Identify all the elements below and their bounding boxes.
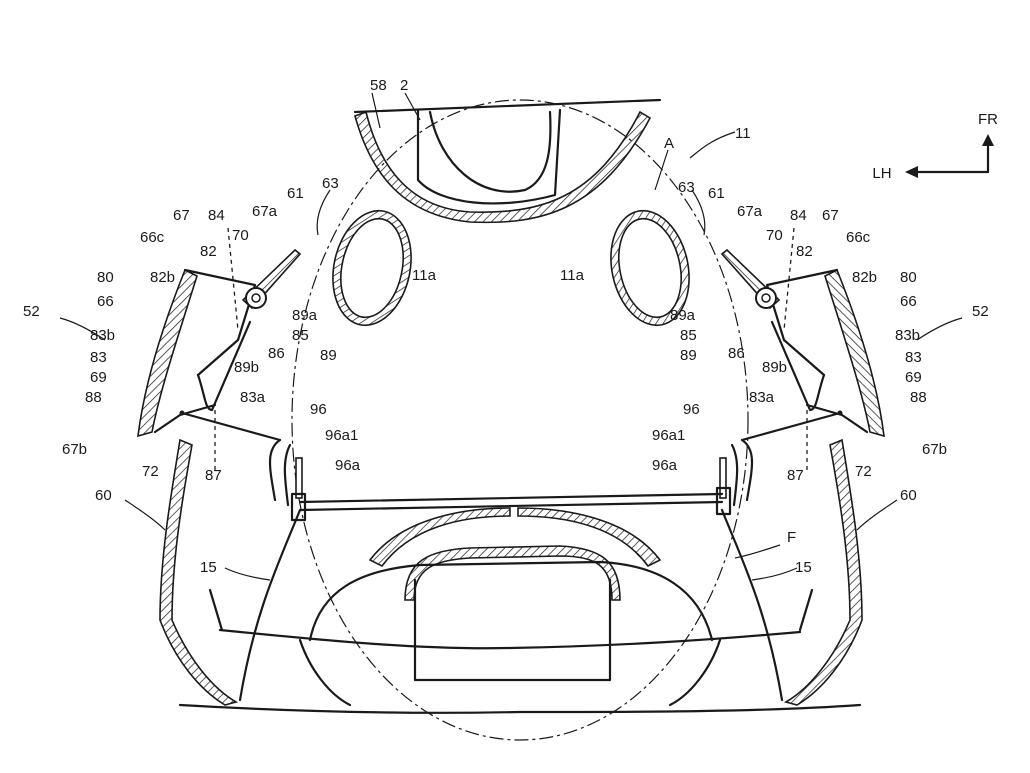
label-60-right: 60 bbox=[900, 487, 917, 504]
label-83a-right: 83a bbox=[749, 389, 775, 406]
label-2: 2 bbox=[400, 77, 408, 94]
upper-center-structure bbox=[355, 100, 660, 222]
label-11a-left: 11a bbox=[412, 267, 437, 284]
label-84-left: 84 bbox=[208, 207, 225, 224]
label-96a-right: 96a bbox=[652, 457, 678, 474]
label-85-left: 85 bbox=[292, 327, 309, 344]
label-83-right: 83 bbox=[905, 349, 922, 366]
label-83b-left: 83b bbox=[90, 327, 115, 344]
label-52-left: 52 bbox=[23, 303, 40, 320]
label-83b-right: 83b bbox=[895, 327, 920, 344]
label-72-right: 72 bbox=[855, 463, 872, 480]
label-15-left: 15 bbox=[200, 559, 217, 576]
label-86-left: 86 bbox=[268, 345, 285, 362]
label-66-left: 66 bbox=[97, 293, 114, 310]
region-circle-a bbox=[292, 100, 748, 740]
label-61-right: 61 bbox=[708, 185, 725, 202]
label-84-right: 84 bbox=[790, 207, 807, 224]
label-69-right: 69 bbox=[905, 369, 922, 386]
label-63-left: 63 bbox=[322, 175, 339, 192]
duct-11a-left bbox=[323, 203, 421, 332]
label-66c-right: 66c bbox=[846, 229, 871, 246]
label-67-right: 67 bbox=[822, 207, 839, 224]
right-panel-15 bbox=[722, 510, 782, 700]
label-70-left: 70 bbox=[232, 227, 249, 244]
label-69-left: 69 bbox=[90, 369, 107, 386]
label-fr: FR bbox=[978, 111, 998, 128]
label-96-left: 96 bbox=[310, 401, 327, 418]
label-82b-right: 82b bbox=[852, 269, 877, 286]
label-87-left: 87 bbox=[205, 467, 222, 484]
label-89a-left: 89a bbox=[292, 307, 318, 324]
left-cowl-60 bbox=[160, 440, 236, 705]
label-89b-right: 89b bbox=[762, 359, 787, 376]
label-88-right: 88 bbox=[910, 389, 927, 406]
label-66-right: 66 bbox=[900, 293, 917, 310]
label-lh: LH bbox=[872, 165, 891, 182]
label-96-right: 96 bbox=[683, 401, 700, 418]
label-89-left: 89 bbox=[320, 347, 337, 364]
orientation-indicator bbox=[905, 134, 994, 178]
label-88-left: 88 bbox=[85, 389, 102, 406]
label-82-right: 82 bbox=[796, 243, 813, 260]
label-87-right: 87 bbox=[787, 467, 804, 484]
label-89-right: 89 bbox=[680, 347, 697, 364]
label-67a-left: 67a bbox=[252, 203, 278, 220]
label-85-right: 85 bbox=[680, 327, 697, 344]
label-67a-right: 67a bbox=[737, 203, 763, 220]
lower-frame bbox=[180, 508, 860, 713]
label-67-left: 67 bbox=[173, 207, 190, 224]
label-80-left: 80 bbox=[97, 269, 114, 286]
label-60-left: 60 bbox=[95, 487, 112, 504]
label-58: 58 bbox=[370, 77, 387, 94]
label-66c-left: 66c bbox=[140, 229, 165, 246]
label-a: A bbox=[664, 135, 674, 152]
label-72-left: 72 bbox=[142, 463, 159, 480]
label-52-right: 52 bbox=[972, 303, 989, 320]
label-70-right: 70 bbox=[766, 227, 783, 244]
label-15-right: 15 bbox=[795, 559, 812, 576]
label-86-right: 86 bbox=[728, 345, 745, 362]
label-96a1-right: 96a1 bbox=[652, 427, 685, 444]
label-83-left: 83 bbox=[90, 349, 107, 366]
label-11a-right: 11a bbox=[560, 267, 585, 284]
left-panel-15 bbox=[240, 510, 300, 700]
label-61-left: 61 bbox=[287, 185, 304, 202]
label-67b-right: 67b bbox=[922, 441, 947, 458]
horizontal-plate bbox=[292, 488, 730, 520]
label-96a1-left: 96a1 bbox=[325, 427, 358, 444]
label-89b-left: 89b bbox=[234, 359, 259, 376]
label-82-left: 82 bbox=[200, 243, 217, 260]
label-63-right: 63 bbox=[678, 179, 695, 196]
label-67b-left: 67b bbox=[62, 441, 87, 458]
label-83a-left: 83a bbox=[240, 389, 266, 406]
label-11: 11 bbox=[735, 125, 751, 142]
label-96a-left: 96a bbox=[335, 457, 361, 474]
label-82b-left: 82b bbox=[150, 269, 175, 286]
label-80-right: 80 bbox=[900, 269, 917, 286]
label-89a-right: 89a bbox=[670, 307, 696, 324]
label-f: F bbox=[787, 529, 796, 546]
